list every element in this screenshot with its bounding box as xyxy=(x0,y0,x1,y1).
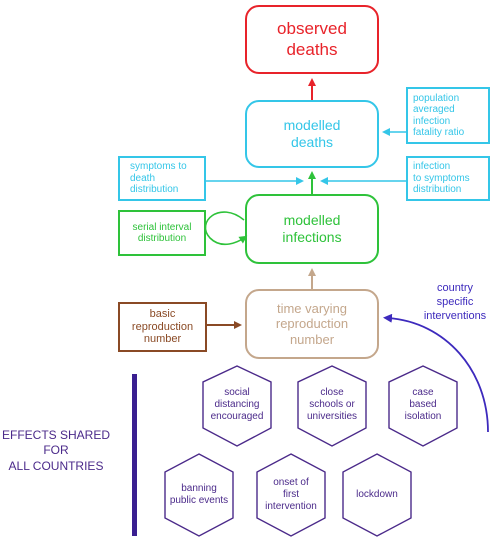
country-interventions-label: country specific interventions xyxy=(423,282,487,322)
serial-interval-box: serial interval distribution xyxy=(118,210,206,256)
hex-first-intervention xyxy=(256,453,326,537)
effects-divider-bar xyxy=(132,374,137,536)
infection-to-symptoms-box: infection to symptoms distribution xyxy=(406,156,490,201)
observed-deaths-box: observed deaths xyxy=(245,5,379,74)
hex-banning-events xyxy=(164,453,234,537)
population-ifr-box: population averaged infection fatality r… xyxy=(406,87,490,144)
modelled-infections-box: modelled infections xyxy=(245,194,379,264)
intervention-lockdown: lockdown xyxy=(356,489,398,500)
hex-close-schools xyxy=(297,365,367,447)
intervention-first-intervention: onset of first intervention xyxy=(265,477,317,512)
interventions-curve-arrow xyxy=(383,313,489,433)
modelled-deaths-box: modelled deaths xyxy=(245,100,379,168)
hex-social-distancing xyxy=(202,365,272,447)
effects-shared-label: EFFECTS SHARED FOR ALL COUNTRIES xyxy=(1,427,110,473)
intervention-social-distancing: social distancing encouraged xyxy=(210,387,264,422)
time-varying-reproduction-box: time varying reproduction number xyxy=(245,289,379,359)
intervention-case-isolation: case based isolation xyxy=(404,387,442,422)
hex-case-isolation xyxy=(388,365,458,447)
serial-interval-loop xyxy=(204,211,248,246)
hex-lockdown xyxy=(342,453,412,537)
intervention-banning-events: banning public events xyxy=(169,483,229,506)
intervention-close-schools: close schools or universities xyxy=(306,387,358,422)
basic-reproduction-box: basic reproduction number xyxy=(118,302,207,352)
symptoms-to-death-box: symptoms to death distribution xyxy=(118,156,206,201)
